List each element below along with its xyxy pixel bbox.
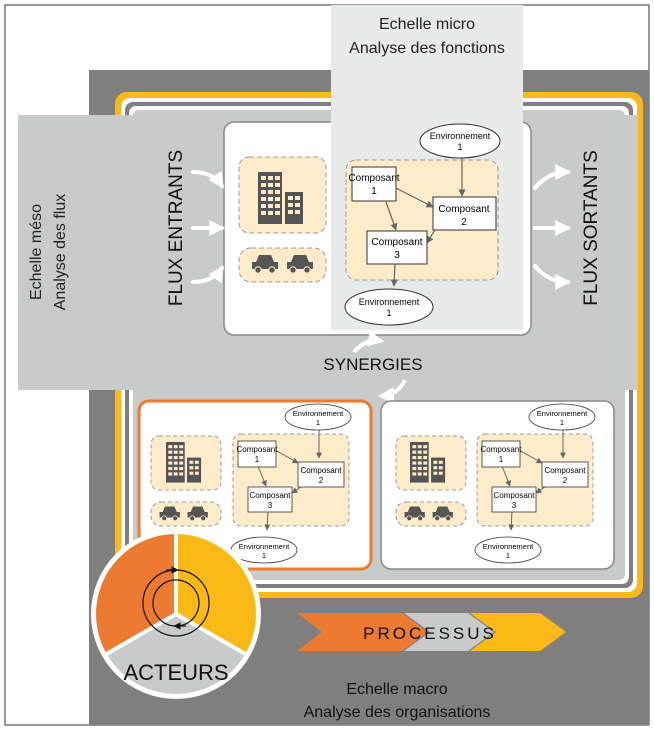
component-2-box: Composant 2 <box>432 196 497 231</box>
svg-text:Composant: Composant <box>481 445 523 454</box>
arrow-c1-c3 <box>385 201 398 231</box>
svg-text:1: 1 <box>499 455 504 464</box>
meso-title: Echelle méso <box>28 204 45 300</box>
environment-bottom-ellipse: Environnement 1 <box>474 536 542 564</box>
svg-text:1: 1 <box>506 551 510 560</box>
svg-text:3: 3 <box>268 501 273 510</box>
flux-entrants-label: FLUX ENTRANTS <box>166 150 187 306</box>
svg-text:2: 2 <box>319 476 324 485</box>
svg-text:Composant: Composant <box>301 466 343 475</box>
svg-text:Composant: Composant <box>250 491 292 500</box>
environment-top-ellipse: Environnement 1 <box>284 403 352 431</box>
svg-text:Environnement: Environnement <box>430 131 491 141</box>
component-2-box: Composant 2 <box>541 461 589 488</box>
svg-text:3: 3 <box>394 250 400 261</box>
svg-text:Environnement: Environnement <box>483 542 534 551</box>
svg-text:Composant: Composant <box>494 491 536 500</box>
environment-top-ellipse: Environnement 1 <box>528 403 596 431</box>
subsystem-right-buildings-panel <box>395 435 467 491</box>
svg-text:1: 1 <box>262 551 266 560</box>
svg-text:Composant: Composant <box>545 466 587 475</box>
svg-text:Environnement: Environnement <box>537 409 588 418</box>
macro-subtitle: Analyse des organisations <box>304 704 491 721</box>
svg-text:1: 1 <box>386 308 391 318</box>
processus-label: PROCESSUS <box>363 624 497 643</box>
svg-text:3: 3 <box>512 501 517 510</box>
flux-sortants-label: FLUX SORTANTS <box>581 150 602 306</box>
svg-text:Composant: Composant <box>348 173 399 184</box>
svg-text:2: 2 <box>563 476 568 485</box>
acteurs-wheel <box>91 529 261 699</box>
subsystem-left-buildings-panel <box>150 435 222 491</box>
environment-top-ellipse: Environnement 1 <box>419 123 501 159</box>
arrow-c1-c2 <box>391 185 434 208</box>
svg-text:1: 1 <box>457 142 462 152</box>
svg-text:Composant: Composant <box>237 445 279 454</box>
svg-text:Environnement: Environnement <box>359 297 420 307</box>
svg-text:1: 1 <box>316 418 320 427</box>
buildings-panel <box>238 156 327 234</box>
svg-text:1: 1 <box>255 455 260 464</box>
incoming-arrows <box>191 170 226 284</box>
svg-text:Environnement: Environnement <box>239 542 290 551</box>
environment-bottom-ellipse: Environnement 1 <box>344 288 434 326</box>
meso-subtitle: Analyse des flux <box>52 194 69 311</box>
outgoing-arrows <box>533 164 572 290</box>
component-3-box: Composant 3 <box>366 230 428 265</box>
svg-text:1: 1 <box>371 186 377 197</box>
acteurs-label: ACTEURS <box>123 660 228 685</box>
arrow-c3-env <box>390 262 398 287</box>
component-1-box: Composant 1 <box>348 166 400 202</box>
svg-text:Composant: Composant <box>371 237 422 248</box>
synergies-label: SYNERGIES <box>323 355 422 374</box>
component-3-box: Composant 3 <box>491 486 537 513</box>
svg-text:Environnement: Environnement <box>293 409 344 418</box>
synergies-cycle-arrows <box>352 330 407 404</box>
component-1-box: Composant 1 <box>237 440 279 468</box>
environment-bottom-ellipse: Environnement 1 <box>230 536 298 564</box>
svg-text:Composant: Composant <box>438 204 489 215</box>
micro-title: Echelle micro <box>379 16 475 33</box>
macro-title: Echelle macro <box>346 681 447 698</box>
svg-text:2: 2 <box>461 217 467 228</box>
svg-text:1: 1 <box>560 418 564 427</box>
micro-subtitle: Analyse des fonctions <box>349 40 505 57</box>
component-1-box: Composant 1 <box>481 440 523 468</box>
component-3-box: Composant 3 <box>247 486 293 513</box>
processus-chevrons <box>297 613 566 651</box>
component-2-box: Composant 2 <box>297 461 345 488</box>
